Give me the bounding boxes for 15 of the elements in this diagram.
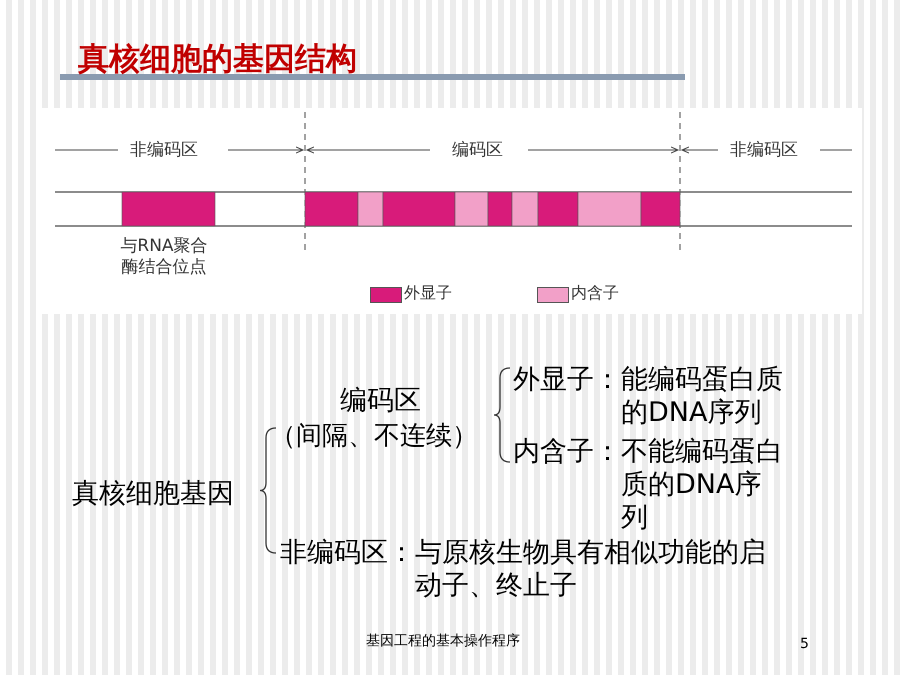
note-label: （间隔、不连续） (270, 421, 478, 453)
page-number: 5 (800, 636, 809, 654)
footer-text: 基因工程的基本操作程序 (366, 633, 520, 650)
description-text: 外显子：能编码蛋白质的DNA序列 (513, 364, 784, 430)
gene-label: 真核细胞基因 (72, 478, 234, 511)
region-label: 编码区 (452, 140, 503, 161)
region-label: 非编码区 (730, 140, 798, 161)
description-text: 内含子：不能编码蛋白质的DNA序列 (513, 436, 784, 535)
region-label: 编码区 (340, 385, 421, 418)
description-text: 非编码区：与原核生物具有相似功能的启动子、终止子 (280, 537, 767, 603)
legend-label: 内含子 (571, 283, 619, 304)
legend-label: 外显子 (404, 283, 452, 304)
slide-title: 真核细胞的基因结构 (78, 40, 357, 79)
region-label: 非编码区 (130, 140, 198, 161)
site-label: 与RNA聚合酶结合位点 (119, 236, 209, 278)
